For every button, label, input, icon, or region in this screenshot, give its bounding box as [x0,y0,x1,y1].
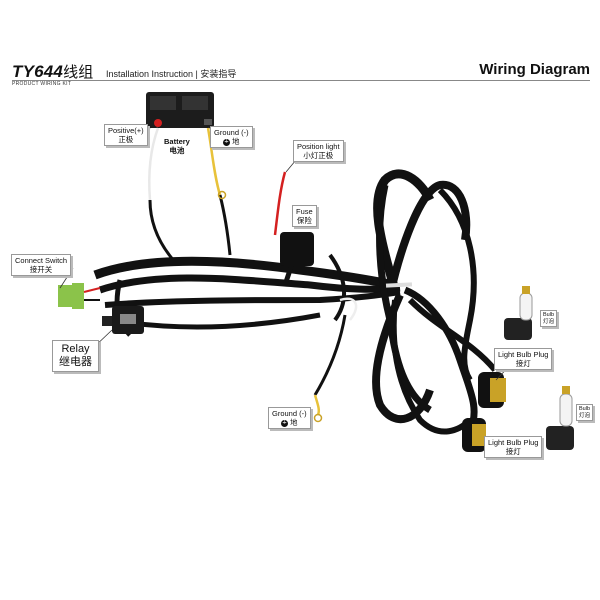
positive-label: Positive(+) 正极 [104,124,148,146]
ground-icon: ⏚ [223,138,231,146]
connect-switch-label-cn: 接开关 [29,265,53,274]
ground-bottom-label: Ground (-) ⏚地 [268,407,311,429]
bulb-bottom-icon [546,386,574,450]
ground-bottom-label-cn: 地 [290,418,298,427]
cable-tie [385,282,413,288]
fuse-label: Fuse 保险 [292,205,317,227]
ground-wire-bottom [313,394,321,416]
plug-bottom [462,418,486,452]
position-light-wire [273,171,287,236]
fuse-label-en: Fuse [296,207,313,216]
model-number: TY644 [12,62,64,81]
ground-top-label-en: Ground (-) [214,128,249,137]
ground-wire-top [206,127,222,196]
battery-label-en: Battery [164,137,190,146]
plug-top [478,372,506,408]
bulb-bottom-label: Bulb 灯泡 [576,404,594,421]
positive-label-en: Positive(+) [108,126,144,135]
bulb-top-label-en: Bulb [543,312,555,318]
bulb-top-label: Bulb 灯泡 [540,310,558,327]
header: TY644线组 Installation Instruction | 安装指导 … [12,58,590,88]
battery-label-cn: 电池 [169,146,185,155]
relay-label-en: Relay [61,343,90,355]
bulb-bottom-label-en: Bulb [579,406,591,412]
relay-label-cn: 继电器 [59,356,92,368]
battery-icon [146,92,214,128]
ground-top-label: Ground (-) ⏚地 [210,126,253,148]
relay-icon [102,306,144,334]
header-rule [12,80,590,81]
fuse-holder [280,232,314,266]
positive-label-cn: 正极 [118,135,134,144]
connect-switch-label-en: Connect Switch [15,256,68,265]
switch-connector [58,283,101,309]
fuse-label-cn: 保险 [296,216,312,225]
model-cn: 线组 [63,64,94,81]
plug-bottom-label-cn: 接灯 [505,447,521,456]
position-light-label: Position light 小灯正极 [293,140,344,162]
bulb-bottom-label-cn: 灯泡 [579,412,591,419]
plug-top-label: Light Bulb Plug 接灯 [494,348,553,370]
subtitle: Installation Instruction | 安装指导 [106,69,237,79]
bulb-top-label-cn: 灯泡 [543,318,555,325]
diagram-title: Wiring Diagram [479,61,590,78]
connect-switch-label: Connect Switch 接开关 [11,254,72,276]
positive-wire [148,127,160,201]
bulb-top-icon [504,286,533,340]
relay-label: Relay 继电器 [52,340,99,372]
plug-top-label-cn: 接灯 [515,359,531,368]
ground-ring-top [217,190,227,200]
model-title: TY644线组 [12,61,94,82]
battery-label: Battery 电池 [161,136,193,156]
position-light-label-cn: 小灯正极 [303,151,334,160]
ground-icon-bottom: ⏚ [281,419,289,427]
kit-label: PRODUCT WIRING KIT [12,81,72,87]
position-light-label-en: Position light [297,142,340,151]
ground-bottom-label-en: Ground (-) [272,409,307,418]
plug-bottom-label-en: Light Bulb Plug [488,438,539,447]
ground-top-label-cn: 地 [232,137,240,146]
plug-top-label-en: Light Bulb Plug [498,350,549,359]
plug-bottom-label: Light Bulb Plug 接灯 [484,436,543,458]
